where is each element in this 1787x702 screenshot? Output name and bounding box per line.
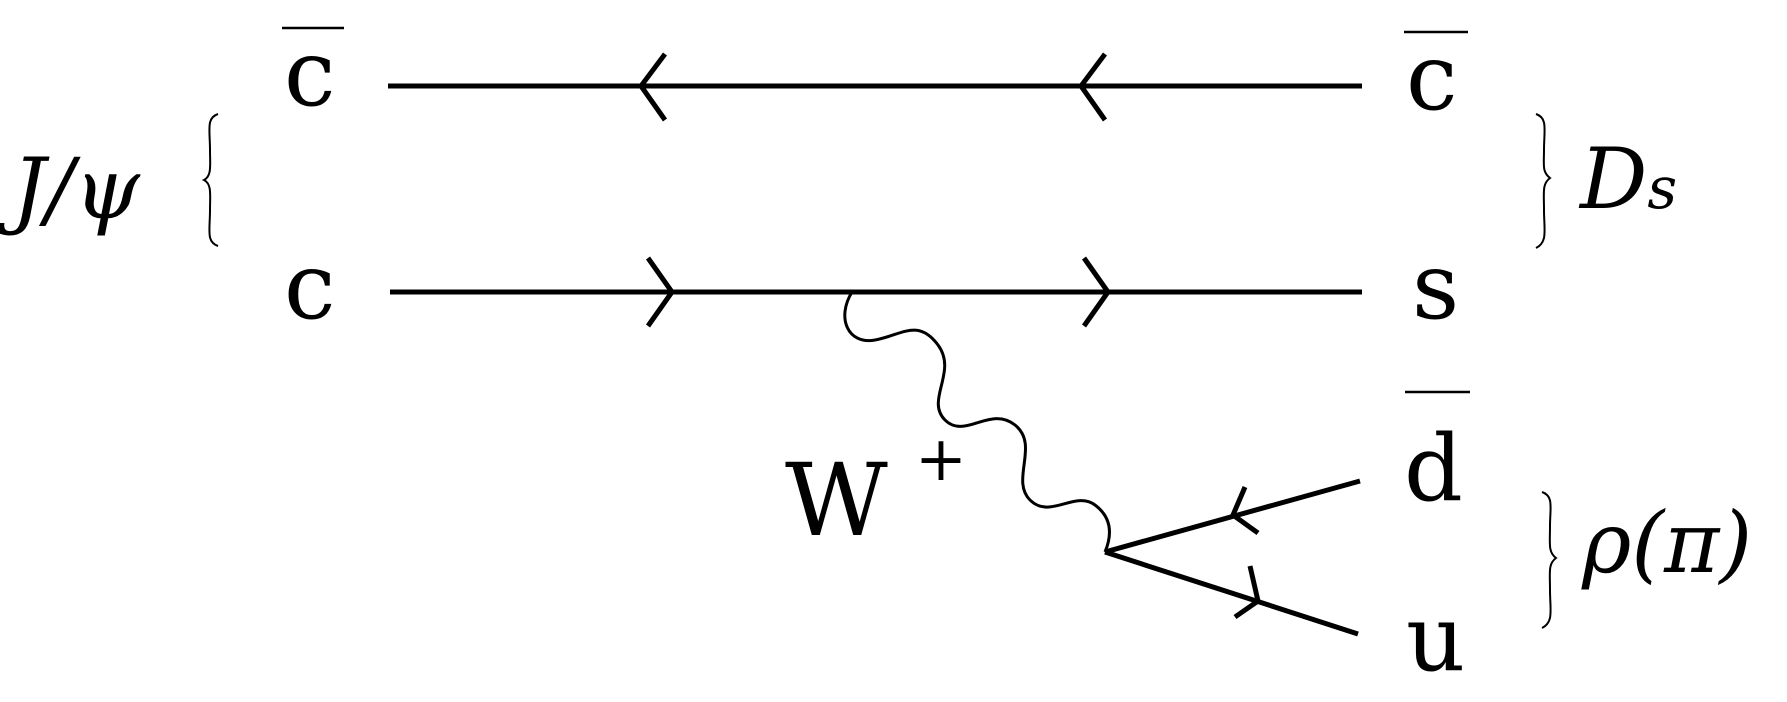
meson-label-right-upper-sub: s <box>1647 154 1677 222</box>
quark-label-low-right-2: u <box>1406 585 1465 692</box>
quark-label-mid-left: c <box>284 233 336 340</box>
left-brace <box>201 113 219 247</box>
boson-label: W <box>785 442 888 559</box>
meson-label-right-upper-main: D <box>1578 130 1647 228</box>
arrow-right-icon <box>1081 256 1112 328</box>
meson-label-right-upper: Ds <box>1578 130 1677 228</box>
arrow-left-icon <box>1077 52 1108 122</box>
quark-label-mid-right: s <box>1412 233 1459 340</box>
anticharm-line <box>388 52 1362 122</box>
meson-label-left: J/ψ <box>0 140 141 238</box>
quark-label-low-right-1: d <box>1404 415 1463 522</box>
arrow-left-icon <box>637 52 668 122</box>
up-quark-line <box>1104 549 1359 637</box>
right-brace-upper <box>1535 113 1552 249</box>
right-brace-lower <box>1541 491 1558 629</box>
quark-label-top-right: c <box>1406 24 1458 131</box>
charm-strange-line <box>390 256 1362 328</box>
down-antiquark-line <box>1104 478 1361 555</box>
meson-label-right-lower: ρ(π) <box>1581 494 1752 592</box>
quark-label-top-left: c <box>284 20 336 127</box>
arrow-left-icon <box>1229 486 1260 536</box>
arrow-right-icon <box>1233 565 1261 620</box>
boson-charge: + <box>915 422 967 495</box>
arrow-right-icon <box>645 256 676 328</box>
w-boson-propagator <box>843 291 1111 553</box>
